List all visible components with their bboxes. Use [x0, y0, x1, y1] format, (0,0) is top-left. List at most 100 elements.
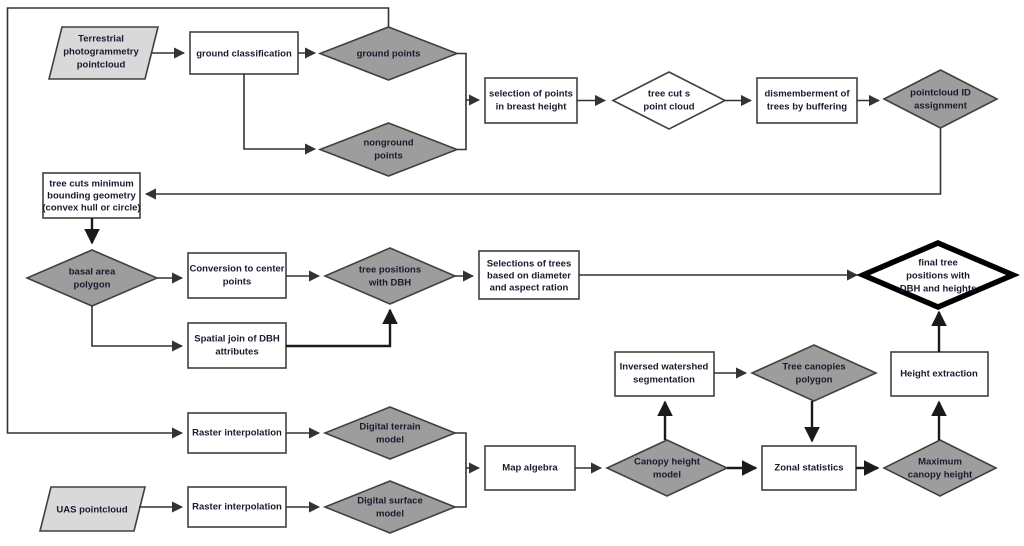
diamond-shape [317, 26, 460, 81]
node-label: in breast height [496, 102, 568, 113]
node-label: attributes [215, 347, 258, 358]
node-label: Spatial join of DBH [194, 334, 280, 345]
edge-groundpoints-to-selection [457, 52, 481, 106]
node-label: nonground [363, 138, 413, 149]
node-label: model [376, 435, 404, 446]
node-label: based on diameter [487, 271, 571, 282]
node-label: and aspect ration [490, 283, 569, 294]
node-label: points [223, 277, 252, 288]
node-label: ground points [357, 49, 421, 60]
node-pointcloud-id-assignment[interactable]: pointcloud ID assignment [882, 69, 999, 129]
node-label: positions with [906, 271, 970, 282]
node-label: pointcloud [77, 60, 126, 71]
node-label: UAS pointcloud [56, 505, 127, 516]
edge-nongroundpoints-to-selection [457, 100, 467, 151]
node-tree-positions-with-dbh[interactable]: tree positions with DBH [322, 247, 458, 305]
node-digital-surface-model[interactable]: Digital surface model [322, 480, 458, 534]
node-inversed-watershed-segmentation[interactable]: Inversed watershed segmentation [614, 351, 715, 397]
node-label: pointcloud ID [910, 88, 971, 99]
rectangle-shape [187, 252, 287, 299]
edge-groundpoints-to-raster-dtm [6, 7, 390, 439]
node-label: model [653, 470, 681, 481]
node-uas-pointcloud[interactable]: UAS pointcloud [38, 486, 147, 532]
node-zonal-statistics[interactable]: Zonal statistics [761, 445, 857, 491]
node-label: photogrammetry [63, 47, 139, 58]
diamond-shape [855, 240, 1021, 310]
node-label: Height extraction [900, 369, 978, 380]
node-label: Digital terrain [359, 422, 420, 433]
diamond-shape [24, 249, 160, 307]
node-final-tree-positions[interactable]: final tree positions with DBH and height… [855, 240, 1021, 310]
node-label: DBH and heights [900, 284, 977, 295]
node-label: Conversion to center [189, 264, 284, 275]
node-label: with DBH [368, 278, 411, 289]
rectangle-shape [614, 351, 715, 397]
node-label: point cloud [643, 102, 694, 113]
node-dismemberment[interactable]: dismemberment of trees by buffering [756, 77, 858, 124]
node-tree-cuts-point-cloud[interactable]: tree cut s point cloud [611, 71, 727, 130]
node-digital-terrain-model[interactable]: Digital terrain model [322, 406, 458, 460]
node-spatial-join-dbh[interactable]: Spatial join of DBH attributes [187, 322, 287, 369]
node-maximum-canopy-height[interactable]: Maximum canopy height [882, 439, 998, 497]
rectangle-shape [484, 445, 576, 491]
node-raster-interpolation-dtm[interactable]: Raster interpolation [187, 412, 287, 454]
edge-groundclass-to-nongroundpoints [243, 74, 317, 155]
node-label: Canopy height [634, 457, 701, 468]
node-ground-classification[interactable]: ground classification [189, 31, 299, 75]
diamond-shape [750, 344, 878, 402]
diamond-shape [322, 406, 458, 460]
diamond-shape [605, 439, 729, 497]
diamond-shape [882, 439, 998, 497]
node-label: model [376, 509, 404, 520]
node-tree-canopies-polygon[interactable]: Tree canopies polygon [750, 344, 878, 402]
rectangle-shape [761, 445, 857, 491]
node-label: tree cuts minimum [49, 179, 133, 190]
parallelogram-shape [38, 486, 147, 532]
node-label: basal area [69, 267, 116, 278]
node-height-extraction[interactable]: Height extraction [890, 351, 989, 397]
rectangle-shape [187, 412, 287, 454]
node-label: trees by buffering [767, 102, 847, 113]
rectangle-shape [756, 77, 858, 124]
node-nonground-points[interactable]: nonground points [317, 122, 460, 177]
diamond-shape [611, 71, 727, 130]
diamond-shape [317, 122, 460, 177]
node-label: Tree canopies [782, 362, 845, 373]
node-label: tree cut s [648, 89, 690, 100]
node-label: Raster interpolation [192, 428, 282, 439]
node-map-algebra[interactable]: Map algebra [484, 445, 576, 491]
edge-basalarea-to-spatialjoin [91, 306, 184, 352]
node-label: tree positions [359, 265, 421, 276]
edge-spatialjoin-to-treepositions [286, 308, 398, 348]
node-conversion-to-center-points[interactable]: Conversion to center points [187, 252, 287, 299]
node-label: polygon [796, 375, 833, 386]
node-label: Raster interpolation [192, 502, 282, 513]
node-ground-points[interactable]: ground points [317, 26, 460, 81]
rectangle-shape [187, 486, 287, 528]
edge-pointcloudid-to-treecuts-mbg [144, 128, 942, 200]
diamond-shape [882, 69, 999, 129]
node-terrestrial-pointcloud[interactable]: Terrestrial photogrammetry pointcloud [47, 26, 160, 80]
node-basal-area-polygon[interactable]: basal area polygon [24, 249, 160, 307]
edge-dtm-to-mapalgebra [455, 432, 481, 474]
node-tree-cuts-minimum-bounding-geometry[interactable]: tree cuts minimum bounding geometry (con… [42, 172, 141, 219]
node-raster-interpolation-dsm[interactable]: Raster interpolation [187, 486, 287, 528]
node-label: Digital surface [357, 496, 422, 507]
node-label: final tree [918, 258, 958, 269]
node-label: assignment [914, 101, 968, 112]
node-canopy-height-model[interactable]: Canopy height model [605, 439, 729, 497]
diamond-shape [322, 247, 458, 305]
edge-dsm-to-mapalgebra [455, 468, 467, 508]
node-label: dismemberment of [765, 89, 851, 100]
node-label: (convex hull or circle) [42, 203, 140, 214]
node-label: segmentation [633, 375, 695, 386]
node-label: bounding geometry [47, 191, 136, 202]
rectangle-shape [42, 172, 141, 219]
rectangle-shape [478, 250, 580, 300]
node-label: canopy height [908, 470, 973, 481]
node-selection-breast-height[interactable]: selection of points in breast height [484, 77, 578, 124]
diamond-shape [322, 480, 458, 534]
node-selections-of-trees[interactable]: Selections of trees based on diameter an… [478, 250, 580, 300]
node-label: points [374, 151, 403, 162]
